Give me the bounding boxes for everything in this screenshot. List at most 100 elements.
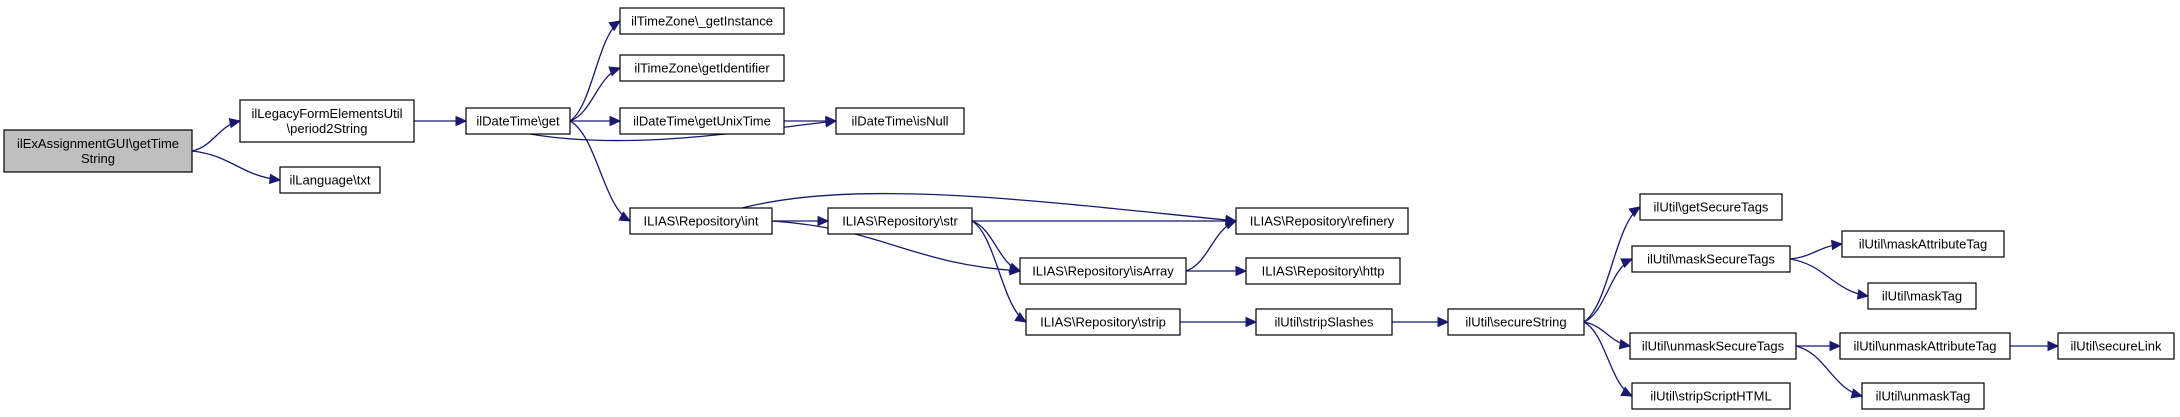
node-util-securelink[interactable]: ilUtil\secureLink [2057,332,2175,360]
arrowhead-icon [2047,340,2060,352]
node-box [619,7,785,35]
arrowhead-icon [268,173,282,185]
node-box [1629,332,1797,360]
arrowhead-icon [1235,265,1248,277]
node-box [1235,207,1409,235]
node-label: ilDateTime\get [476,114,560,129]
node-box [629,207,773,235]
edge-line [771,220,1021,272]
arrowhead-icon [608,20,622,32]
node-util-securestring[interactable]: ilUtil\secureString [1447,308,1585,336]
arrowhead-icon [1628,206,1642,218]
edges-layer [191,20,2060,399]
node-util-getsecuretags[interactable]: ilUtil\getSecureTags [1639,193,1783,221]
node-label: ilUtil\stripSlashes [1275,315,1374,330]
node-util-unmaskattributetag[interactable]: ilUtil\unmaskAttributeTag [1839,332,2011,360]
arrowhead-icon [1620,386,1634,397]
arrowhead-icon [609,115,622,127]
node-repo-isarray[interactable]: ILIAS\Repository\isArray [1019,257,1187,285]
node-tz-getinstance[interactable]: ilTimeZone\_getInstance [619,7,785,35]
node-label: \period2String [287,121,368,136]
node-label: ilUtil\secureLink [2070,339,2162,354]
node-box [1447,308,1585,336]
node-box [1025,308,1181,336]
node-box [2057,332,2175,360]
node-repo-int[interactable]: ILIAS\Repository\int [629,207,773,235]
edge-root-to-txt [191,150,282,185]
node-box [619,107,785,135]
arrowhead-icon [1620,258,1634,269]
node-label: ilUtil\stripScriptHTML [1650,389,1771,404]
node-box [1841,230,2005,258]
edge-util-securestring-to-util-unmasksecuretags [1583,321,1632,350]
node-box [619,54,785,82]
node-label: ilUtil\maskAttributeTag [1859,237,1988,252]
node-repo-str[interactable]: ILIAS\Repository\str [827,207,973,235]
node-label: ilUtil\maskTag [1882,289,1962,304]
node-label: ILIAS\Repository\int [644,214,759,229]
node-util-stripscripthtml[interactable]: ilUtil\stripScriptHTML [1631,382,1791,410]
node-tz-getidentifier[interactable]: ilTimeZone\getIdentifier [619,54,785,82]
node-box [465,107,571,135]
arrowhead-icon [817,215,830,227]
edge-repo-str-to-repo-refinery [972,215,1238,227]
edge-line [1583,258,1633,323]
node-label: ilUtil\maskSecureTags [1647,252,1775,267]
arrowhead-icon [1829,340,1842,352]
node-label: ILIAS\Repository\isArray [1032,264,1174,279]
arrowhead-icon [608,66,622,77]
node-repo-strip[interactable]: ILIAS\Repository\strip [1025,308,1181,336]
node-label: ILIAS\Repository\strip [1040,315,1166,330]
edge-repo-int-to-repo-refinery [741,192,1238,226]
node-dt-get[interactable]: ilDateTime\get [465,107,571,135]
node-box [1867,282,1977,310]
edge-util-securestring-to-util-stripscripthtml [1583,321,1634,397]
edge-line [1583,321,1633,397]
edge-repo-strip-to-util-stripslashes [1180,316,1258,328]
node-label: ilExAssignmentGUI\getTime [17,136,179,151]
node-box [3,129,193,173]
node-util-masksecuretags[interactable]: ilUtil\maskSecureTags [1631,245,1791,273]
arrowhead-icon [1437,316,1450,328]
node-box [827,207,973,235]
edge-util-stripslashes-to-util-securestring [1392,316,1450,328]
edge-util-masksecuretags-to-util-masktag [1789,258,1870,300]
node-util-stripslashes[interactable]: ilUtil\stripSlashes [1255,308,1393,336]
arrowhead-icon [1850,388,1864,399]
node-label: ilTimeZone\_getInstance [631,14,773,29]
arrowhead-icon [1856,289,1870,300]
node-repo-refinery[interactable]: ILIAS\Repository\refinery [1235,207,1409,235]
node-label: ilUtil\unmaskAttributeTag [1853,339,1996,354]
node-box [1631,245,1791,273]
edge-line [191,150,281,181]
node-box [1861,382,1985,410]
node-util-unmasksecuretags[interactable]: ilUtil\unmaskSecureTags [1629,332,1797,360]
edge-repo-str-to-repo-isarray [971,220,1022,273]
edge-dt-get-to-tz-getidentifier [569,66,622,122]
node-util-masktag[interactable]: ilUtil\maskTag [1867,282,1977,310]
edge-util-unmasksecuretags-to-util-unmaskattributetag [1796,340,1842,352]
edge-dt-get-to-dt-getunixtime [569,115,622,127]
edge-line [1789,258,1869,297]
node-util-maskattributetag[interactable]: ilUtil\maskAttributeTag [1841,230,2005,258]
node-box [1639,193,1783,221]
edge-repo-isarray-to-repo-http [1185,265,1248,277]
node-dt-getunixtime[interactable]: ilDateTime\getUnixTime [619,107,785,135]
node-box [1019,257,1187,285]
node-label: ilLegacyFormElementsUtil [252,106,403,121]
node-box [1255,308,1393,336]
node-box [1631,382,1791,410]
node-repo-http[interactable]: ILIAS\Repository\http [1245,257,1401,285]
node-label: ilDateTime\getUnixTime [633,114,771,129]
arrowhead-icon [228,117,242,129]
node-util-unmasktag[interactable]: ilUtil\unmaskTag [1861,382,1985,410]
node-dt-isnull[interactable]: ilDateTime\isNull [835,107,965,135]
node-period2string[interactable]: ilLegacyFormElementsUtil\period2String [239,99,415,143]
node-label: ilTimeZone\getIdentifier [634,61,770,76]
node-txt[interactable]: ilLanguage\txt [279,166,381,194]
edge-line [529,120,837,142]
edge-util-masksecuretags-to-util-maskattributetag [1789,239,1844,260]
arrowhead-icon [618,211,632,222]
